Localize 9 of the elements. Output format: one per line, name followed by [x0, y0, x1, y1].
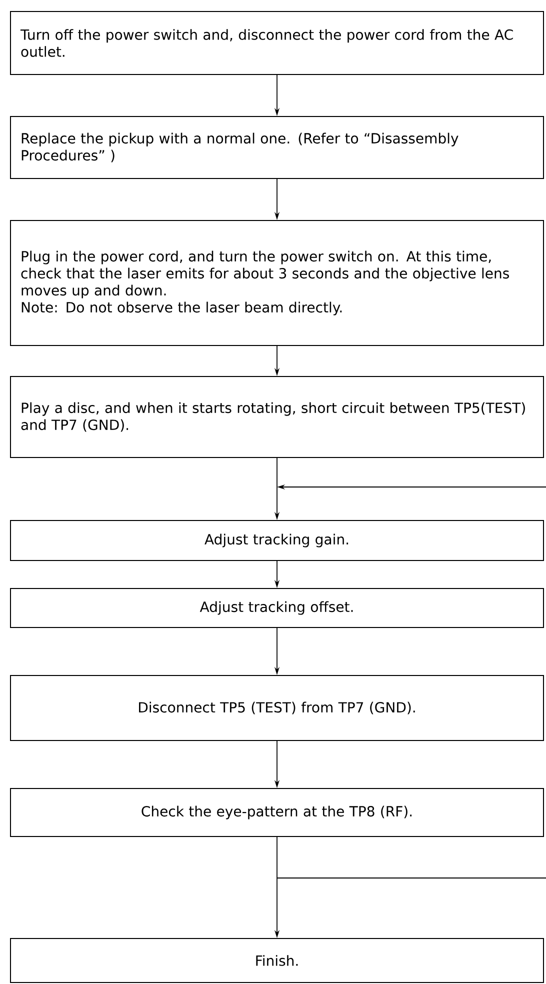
process-box: Finish.: [10, 938, 544, 984]
process-box: Disconnect TP5 (TEST) from TP7 (GND).: [10, 675, 544, 741]
process-box: Plug in the power cord, and turn the power switch on. At this time, check that the laser emits for about 3 seconds and the objective lens moves up and down. Note: Do not observe the laser beam directly.: [10, 220, 544, 346]
process-box: Replace the pickup with a normal one. (Refer to “Disassembly Procedures” ): [10, 116, 544, 179]
process-box: Play a disc, and when it starts rotating, short circuit between TP5(TEST) and TP7 (GND).: [10, 376, 544, 458]
process-box: Adjust tracking gain.: [10, 520, 544, 561]
process-box: Adjust tracking offset.: [10, 588, 544, 628]
process-box: Check the eye-pattern at the TP8 (RF).: [10, 788, 544, 837]
process-box: Turn off the power switch and, disconnect the power cord from the AC outlet.: [10, 11, 544, 75]
